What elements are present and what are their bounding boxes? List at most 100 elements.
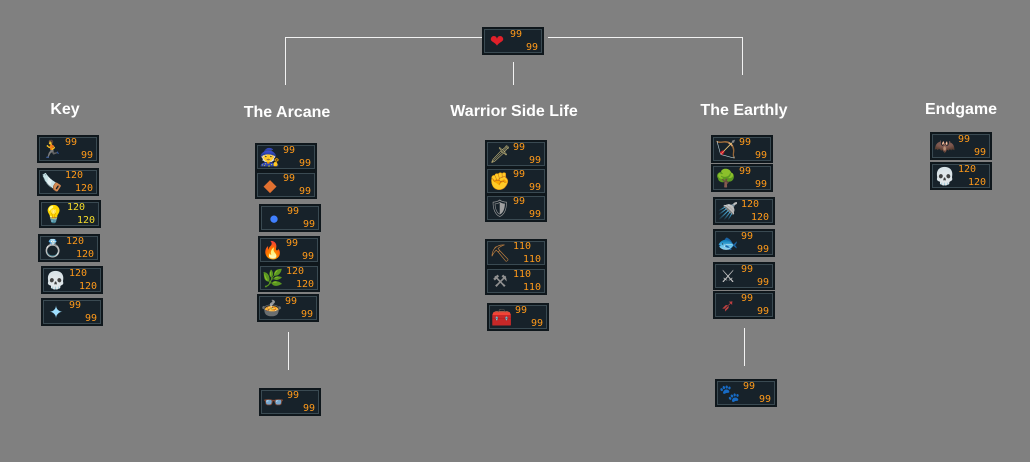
current-level: 99 [287, 206, 300, 217]
bow-icon: 🏹 [715, 140, 737, 159]
orbs-icon: ● [268, 209, 280, 228]
current-level: 120 [958, 164, 977, 175]
max-level: 99 [301, 251, 314, 262]
max-level: 99 [973, 147, 986, 158]
watering-can-icon: 🚿 [717, 202, 739, 221]
current-level: 120 [741, 199, 760, 210]
heart-icon: ❤ [489, 32, 505, 51]
mask-icon: 👓 [263, 393, 285, 412]
current-level: 99 [283, 173, 296, 184]
max-level: 120 [295, 279, 314, 290]
max-level: 99 [756, 277, 769, 288]
max-level: 99 [756, 244, 769, 255]
current-level: 99 [286, 238, 299, 249]
star-icon: ✦ [48, 303, 64, 322]
max-level: 120 [750, 212, 769, 223]
current-level: 99 [741, 293, 754, 304]
max-level: 99 [528, 209, 541, 220]
connector-line [742, 37, 743, 75]
lightbulb-icon: 💡 [43, 205, 65, 224]
fire-icon: 🔥 [262, 241, 284, 260]
current-level: 120 [69, 268, 88, 279]
max-level: 120 [74, 183, 93, 194]
max-level: 110 [522, 254, 541, 265]
skull-icon: 💀 [45, 271, 67, 290]
max-level: 99 [298, 186, 311, 197]
connector-line [285, 37, 482, 38]
herb-icon: 🌿 [262, 269, 284, 288]
max-level: 99 [302, 219, 315, 230]
max-level: 99 [528, 155, 541, 166]
skull-icon: 💀 [934, 167, 956, 186]
current-level: 110 [513, 241, 532, 252]
max-level: 99 [300, 309, 313, 320]
fist-icon: ✊ [489, 172, 511, 191]
max-level: 120 [76, 215, 95, 226]
max-level: 99 [754, 150, 767, 161]
current-level: 120 [65, 170, 84, 181]
column-title: Key [50, 101, 80, 118]
running-man-icon: 🏃 [41, 140, 63, 159]
connector-line [285, 37, 286, 85]
claw-icon: 🦇 [934, 137, 956, 156]
max-level: 99 [302, 403, 315, 414]
max-level: 99 [298, 158, 311, 169]
max-level: 120 [967, 177, 986, 188]
paw-icon: 🐾 [719, 384, 741, 403]
current-level: 99 [287, 390, 300, 401]
ring-icon: 💍 [42, 239, 64, 258]
wizard-hat-icon: 🧙 [259, 148, 281, 167]
max-level: 99 [528, 182, 541, 193]
current-level: 99 [958, 134, 971, 145]
max-level: 99 [525, 42, 538, 53]
connector-line [548, 37, 742, 38]
pickaxe-icon: ⛏ [489, 244, 511, 263]
column-title: Endgame [924, 101, 998, 118]
current-level: 99 [510, 29, 523, 40]
max-level: 99 [754, 179, 767, 190]
tree-icon: 🌳 [715, 169, 737, 188]
current-level: 99 [739, 166, 752, 177]
cauldron-icon: 🍲 [261, 299, 283, 318]
sword-icon: 🗡 [489, 145, 511, 164]
max-level: 99 [758, 394, 771, 405]
current-level: 99 [741, 231, 754, 242]
current-level: 99 [513, 196, 526, 207]
current-level: 99 [741, 264, 754, 275]
current-level: 120 [286, 266, 305, 277]
column-title: The Arcane [243, 104, 331, 121]
shield-icon: 🛡 [489, 199, 511, 218]
max-level: 110 [522, 282, 541, 293]
connector-line [744, 328, 745, 366]
rune-icon: ◆ [263, 176, 277, 195]
